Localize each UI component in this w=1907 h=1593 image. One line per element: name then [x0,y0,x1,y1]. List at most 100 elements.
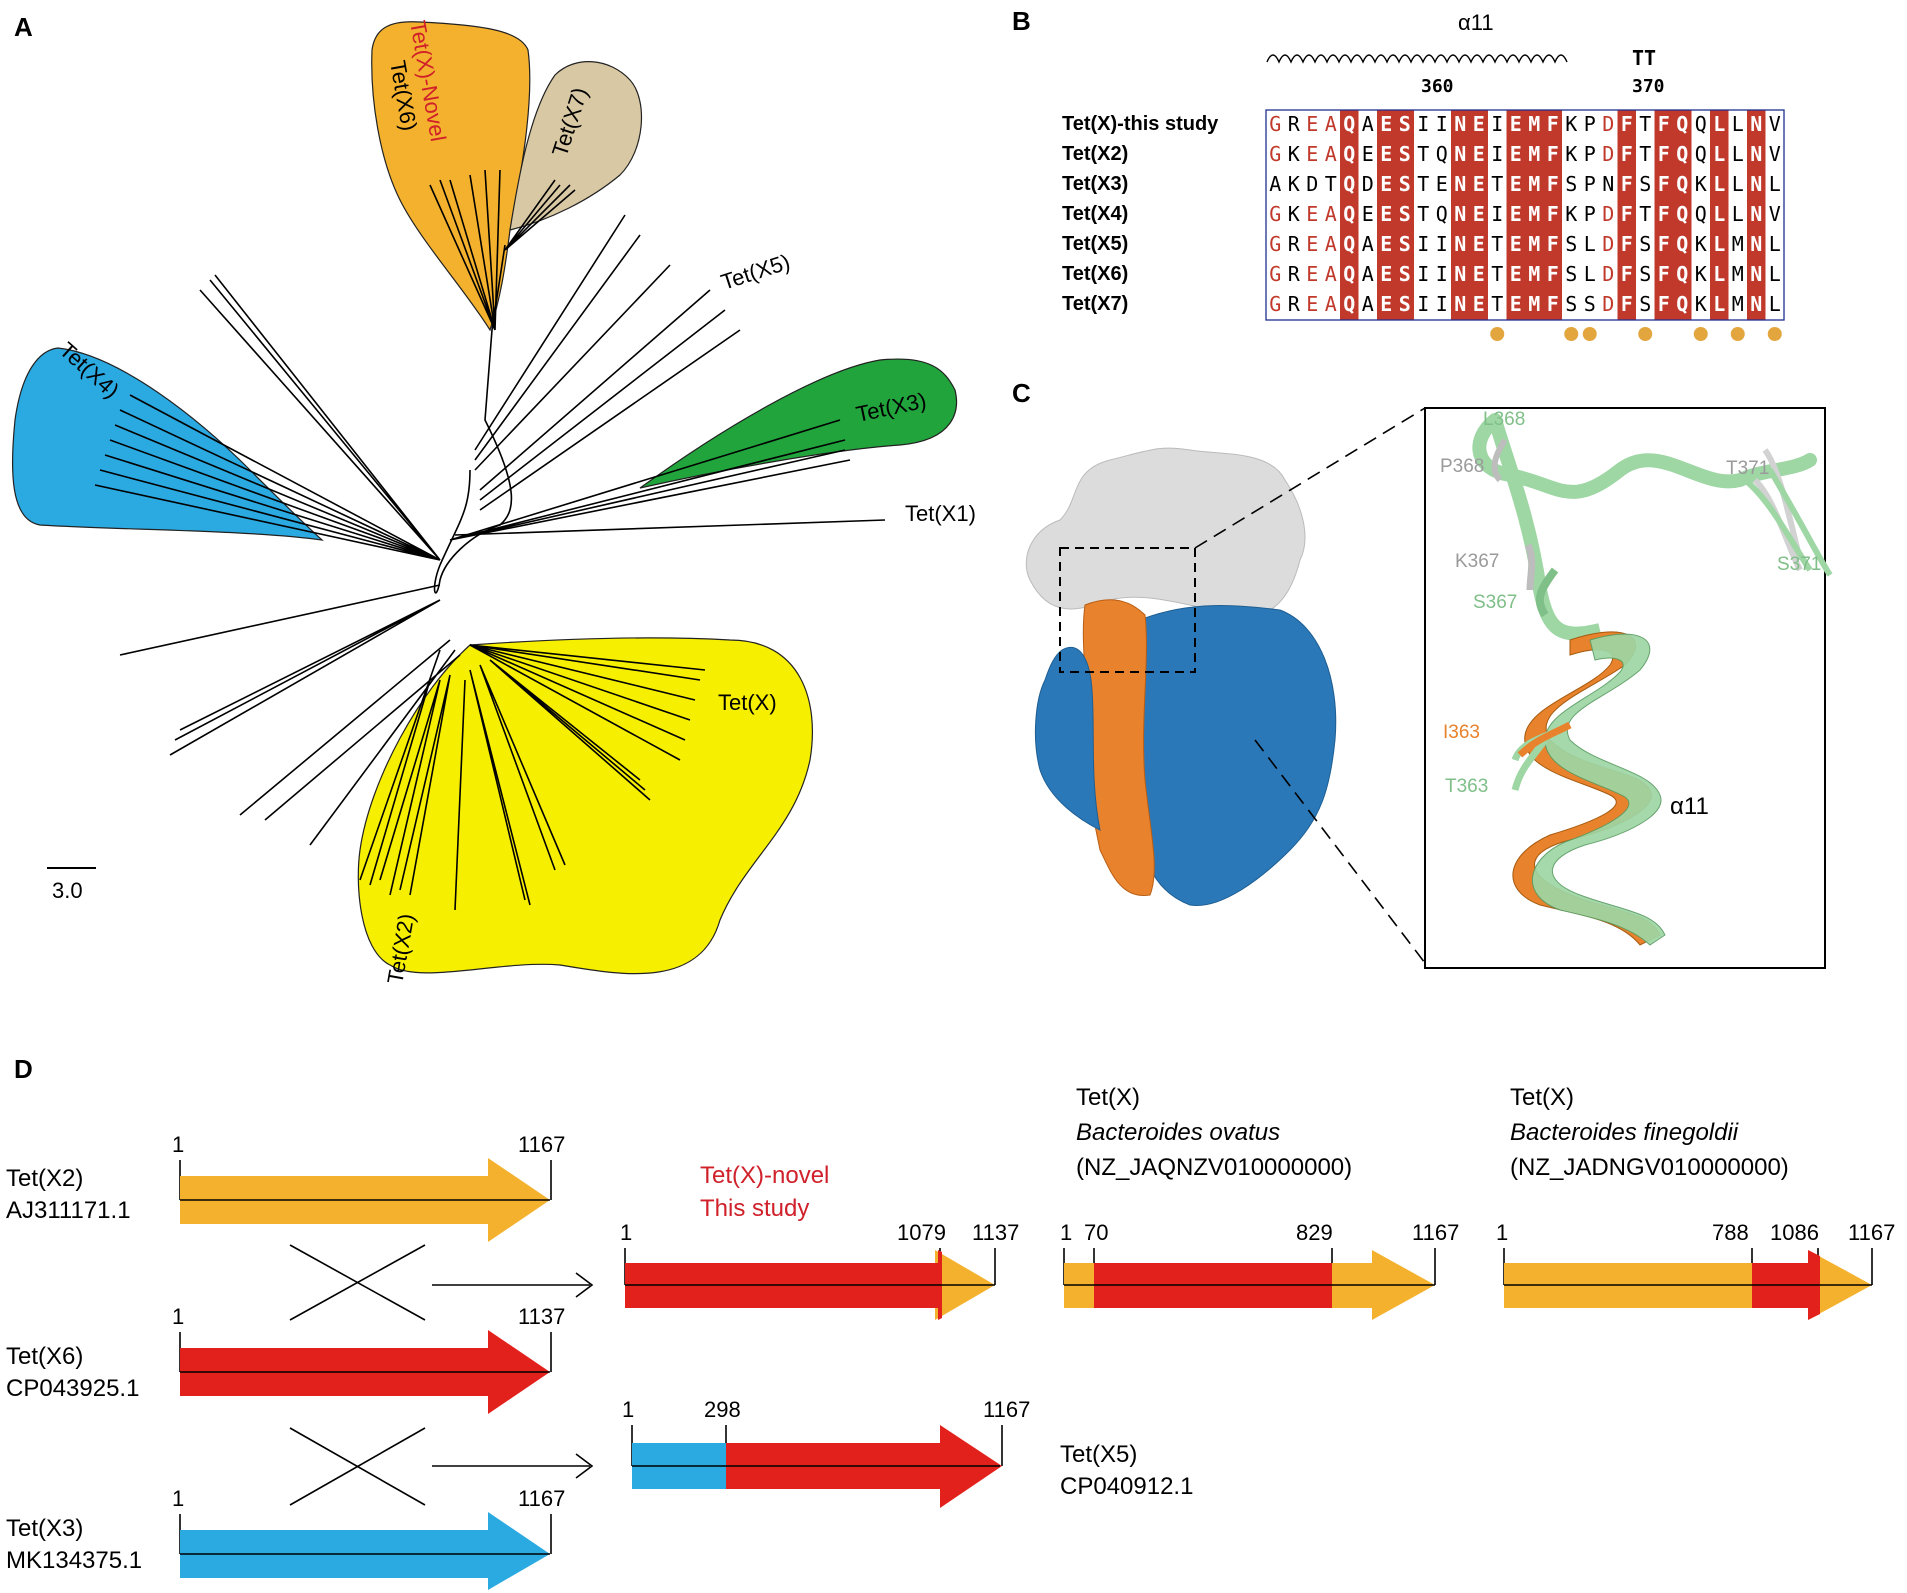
alignment-residue: N [1454,292,1466,316]
alignment-residue: I [1417,232,1429,256]
alignment-residue: R [1288,112,1301,136]
alignment-border [1265,109,1785,321]
helix-coil [1266,54,1568,64]
gene-tetx2: 1 1167 Tet(X2) AJ311171.1 [6,1132,565,1242]
alignment-residue: R [1288,262,1301,286]
alignment-residue: I [1491,112,1503,136]
gene-tetx3-acc: MK134375.1 [6,1547,142,1574]
alignment-cell-conserved [1673,170,1692,200]
alignment-cell-conserved [1506,110,1525,140]
alignment-cell-conserved [1617,110,1636,140]
interaction-dot [1767,327,1782,341]
alignment-residue: I [1436,262,1448,286]
alignment-residue: S [1565,292,1577,316]
alignment-cell-conserved [1710,290,1729,320]
alignment-cell-conserved [1710,200,1729,230]
alignment-residue: L [1732,202,1744,226]
alignment-residue: G [1269,262,1281,286]
gene-tetx3-end: 1167 [518,1486,565,1511]
alignment-cell-conserved [1377,230,1396,260]
panel-label-b: B [1012,6,1031,36]
alignment-residue: E [1306,112,1318,136]
alignment-residue: F [1658,262,1670,286]
alignment-residue: V [1769,112,1781,136]
fine-species: Bacteroides finegoldii [1510,1119,1739,1146]
alignment-residue: Q [1436,142,1448,166]
alignment-residue: A [1325,142,1337,166]
alignment-residue: M [1732,292,1744,316]
alignment-residue: A [1325,292,1337,316]
alignment-residue: E [1473,112,1485,136]
alignment-cell-conserved [1543,200,1562,230]
alignment-residue: E [1510,172,1522,196]
gene-tetx3-name: Tet(X3) [6,1515,83,1542]
alignment-cell-conserved [1451,110,1470,140]
alignment-residue: K [1565,202,1577,226]
alignment-cell-conserved [1395,200,1414,230]
alignment-cell-conserved [1469,230,1488,260]
ovatus-name: Tet(X) [1076,1084,1140,1111]
alignment-cell-conserved [1747,260,1766,290]
alignment-residue: E [1380,202,1392,226]
helix-cartoon [1472,413,1833,946]
protein-surface [1025,447,1337,907]
alignment-cell-conserved [1469,110,1488,140]
alignment-cell-conserved [1654,290,1673,320]
alignment-cell-conserved [1525,110,1544,140]
alignment-residue: E [1380,292,1392,316]
alignment-residue: D [1602,142,1614,166]
zoom-line-top [1194,407,1426,549]
alignment-residue: F [1547,262,1559,286]
alignment-residue: E [1473,292,1485,316]
alignment-residue: L [1769,262,1781,286]
alignment-cell-conserved [1673,200,1692,230]
alignment-residue: N [1454,142,1466,166]
fine-name: Tet(X) [1510,1084,1574,1111]
alignment-residue: I [1491,202,1503,226]
ovatus-p2: 70 [1084,1220,1108,1245]
pos-370: 370 [1632,76,1665,97]
alignment-residue: K [1565,142,1577,166]
res-s367: S367 [1473,592,1517,613]
alignment-residue: G [1269,232,1281,256]
alignment-residue: G [1269,142,1281,166]
alignment-residue: L [1713,202,1725,226]
gene-tetx6-end: 1137 [518,1304,565,1329]
alignment-cell-conserved [1543,170,1562,200]
alignment-residue: I [1491,142,1503,166]
clade-green-bg [639,358,958,489]
fine-p3: 1086 [1770,1220,1819,1245]
alignment-residue: E [1306,142,1318,166]
alignment-residue: T [1491,262,1503,286]
alignment-cell-conserved [1673,110,1692,140]
alignment-cell-conserved [1395,110,1414,140]
alignment-residue: L [1713,292,1725,316]
alignment-residue: Q [1695,202,1707,226]
alignment-residue: L [1713,232,1725,256]
alignment-cell-conserved [1469,260,1488,290]
alignment-residue: L [1713,142,1725,166]
alignment-residue: T [1491,172,1503,196]
alignment-residue: E [1510,232,1522,256]
x5-p2: 298 [704,1397,741,1422]
alignment-cell-conserved [1654,230,1673,260]
alignment-cell-conserved [1469,140,1488,170]
alignment-residue: S [1399,292,1411,316]
alignment-row-name: Tet(X3) [1062,173,1128,195]
alignment-cell-conserved [1377,170,1396,200]
alignment-residue: A [1269,172,1281,196]
alignment-cell-conserved [1451,290,1470,320]
alignment-residue: K [1695,172,1707,196]
alignment-cell-conserved [1673,290,1692,320]
novel-p3: 1137 [972,1220,1019,1245]
alignment-cell-conserved [1617,140,1636,170]
alignment-residue: E [1380,142,1392,166]
alignment-cell-conserved [1525,230,1544,260]
alignment-residue: E [1473,202,1485,226]
alignment-residue: S [1639,292,1651,316]
alignment-cell-conserved [1617,290,1636,320]
structure-labels: L368 P368 T371 K367 S367 S371 I363 T363 … [1440,409,1821,820]
alignment-residue: N [1454,262,1466,286]
interaction-dot [1638,327,1653,341]
